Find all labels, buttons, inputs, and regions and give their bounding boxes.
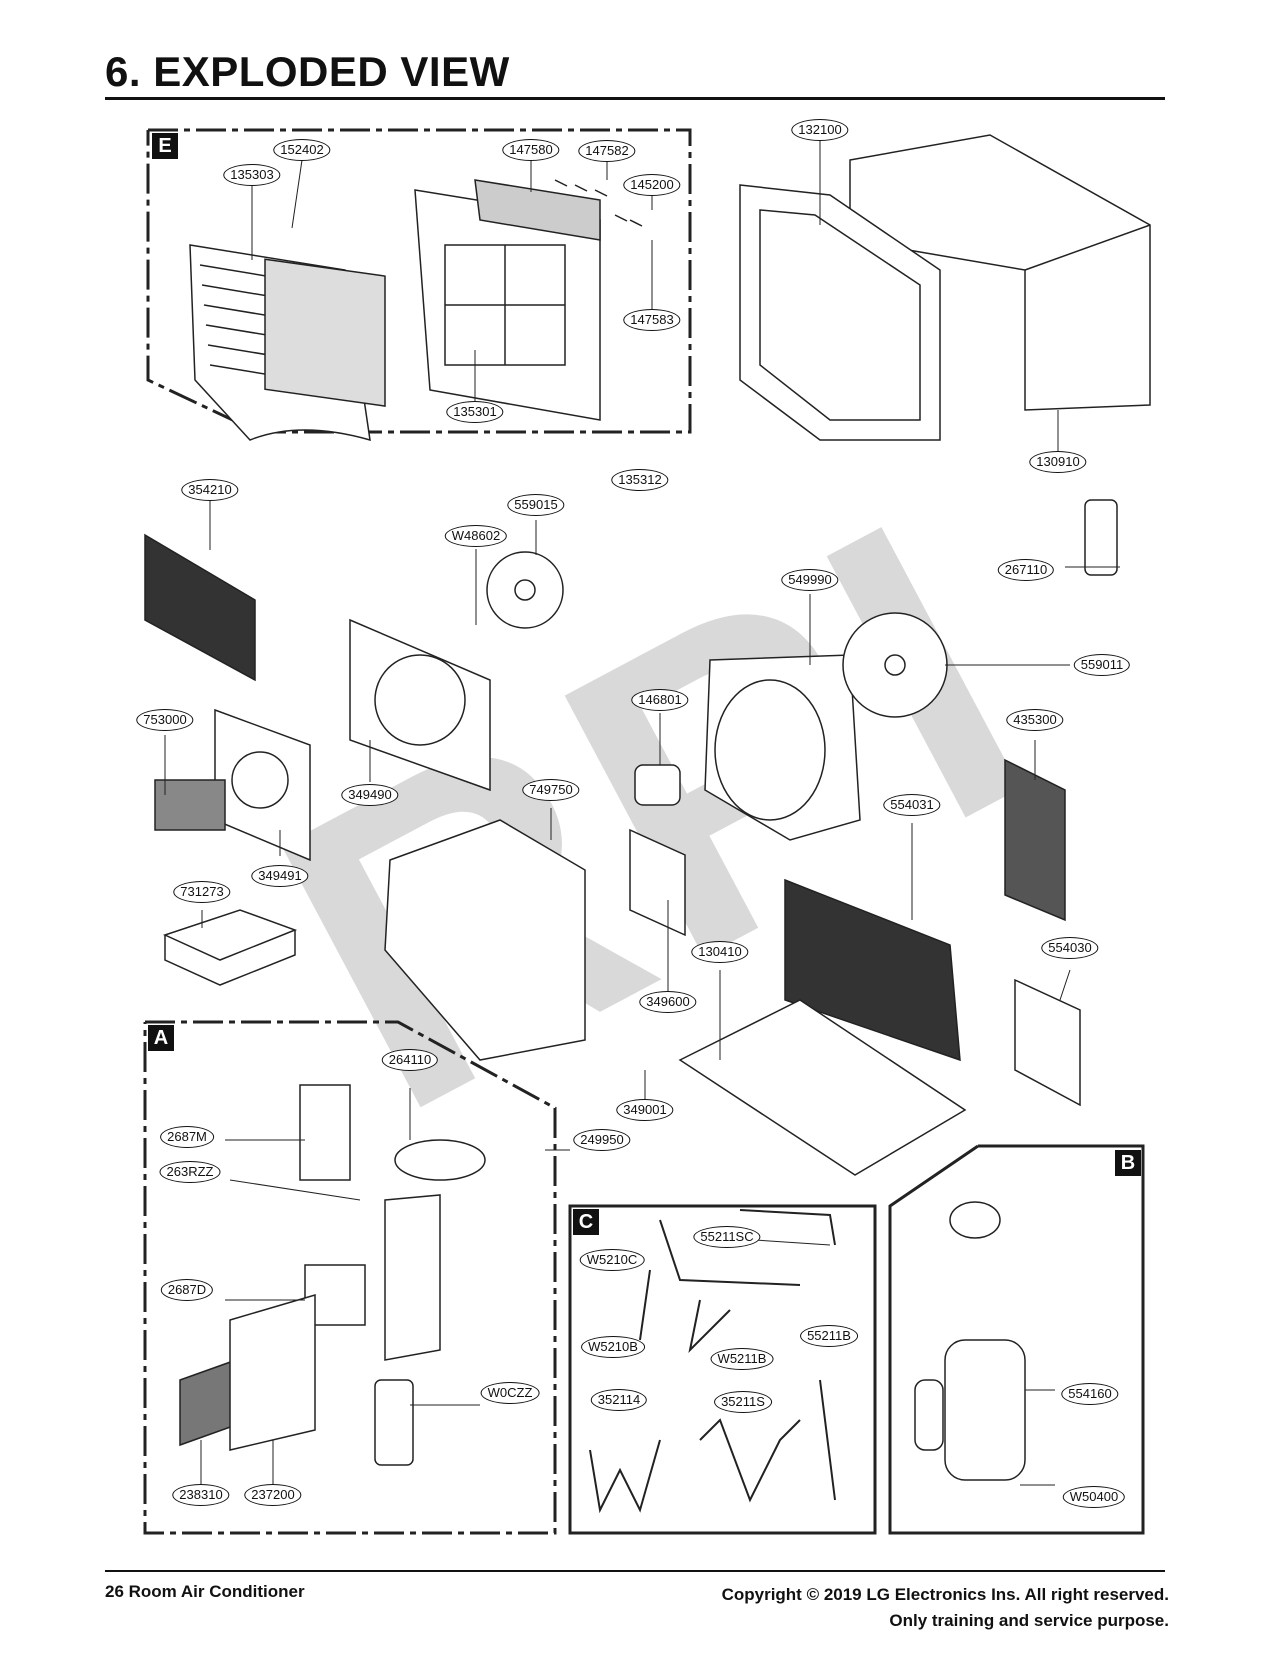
blower-wheel <box>486 551 564 629</box>
part-label: W48602 <box>444 525 508 547</box>
part-label: 554160 <box>1061 1383 1119 1405</box>
condenser-fan <box>842 612 948 718</box>
part-label: W50400 <box>1062 1486 1126 1508</box>
part-label: 435300 <box>1006 709 1064 731</box>
part-label: 132100 <box>791 119 849 141</box>
part-label: W5210B <box>581 1336 645 1358</box>
part-label: 549990 <box>781 569 839 591</box>
copyright-line-2: Only training and service purpose. <box>889 1611 1169 1630</box>
side-panel <box>1014 978 1081 1107</box>
refrigerant-tubes <box>589 1209 836 1514</box>
part-label: 749750 <box>522 779 580 801</box>
part-label: 147583 <box>623 309 681 331</box>
motor-bracket <box>629 828 686 937</box>
part-label: 152402 <box>273 139 331 161</box>
louver-parts <box>554 179 643 227</box>
footer-page-info: 26 Room Air Conditioner <box>105 1582 305 1601</box>
side-coil <box>1004 758 1066 922</box>
control-box <box>384 1194 441 1361</box>
part-label: 135312 <box>611 469 669 491</box>
compressor <box>914 1339 1026 1481</box>
condenser-coil <box>784 878 961 1062</box>
evaporator-coil <box>144 533 256 682</box>
section-marker-a: A <box>148 1025 174 1051</box>
part-label: 237200 <box>244 1484 302 1506</box>
part-label: 263RZZ <box>159 1161 221 1183</box>
section-e-frame <box>146 128 692 434</box>
part-label: 554031 <box>883 794 941 816</box>
panel-case <box>229 1293 316 1451</box>
air-guide <box>384 819 586 1061</box>
page-title: 6. EXPLODED VIEW <box>105 48 510 95</box>
part-label: W5211B <box>710 1348 774 1370</box>
main-pcb <box>299 1084 351 1181</box>
louver <box>474 179 601 241</box>
part-label: 145200 <box>623 174 681 196</box>
capacitor <box>374 1379 414 1466</box>
part-label: 249950 <box>573 1129 631 1151</box>
part-label: 354210 <box>181 479 239 501</box>
title-rule <box>105 97 1165 100</box>
cabinet-frame <box>739 184 941 441</box>
blower-housing <box>349 618 491 792</box>
part-label: 2687D <box>160 1279 214 1301</box>
leader-lines <box>164 140 1120 1506</box>
part-label: 349490 <box>341 784 399 806</box>
section-marker-c: C <box>573 1209 599 1235</box>
part-label: 55211SC <box>693 1226 761 1248</box>
part-label: 559015 <box>507 494 565 516</box>
footer-rule <box>105 1570 1165 1572</box>
section-c-frame <box>568 1204 877 1535</box>
section-b-frame <box>888 1144 1145 1535</box>
remote-control <box>1084 499 1118 576</box>
part-label: 55211B <box>800 1325 858 1347</box>
part-label: W0CZZ <box>480 1382 540 1404</box>
part-label: 130410 <box>691 941 749 963</box>
orifice <box>214 708 311 862</box>
part-label: 559011 <box>1073 654 1131 676</box>
power-cord <box>394 1139 486 1181</box>
section-marker-e: E <box>152 133 178 159</box>
part-label: 2687M <box>160 1126 214 1148</box>
part-label: W5210C <box>579 1249 645 1271</box>
compressor-terminal-cover <box>949 1201 1001 1239</box>
part-label: 135303 <box>223 164 281 186</box>
section-a-frame <box>143 1020 557 1535</box>
filter-screen <box>264 258 386 407</box>
fan-shroud <box>704 654 861 841</box>
part-label: 349001 <box>616 1099 674 1121</box>
part-label: 352114 <box>590 1389 648 1411</box>
part-label: 267110 <box>997 559 1055 581</box>
copyright-line-1: Copyright © 2019 LG Electronics Ins. All… <box>721 1585 1169 1604</box>
part-label: 349600 <box>639 991 697 1013</box>
part-label: 753000 <box>136 709 194 731</box>
part-label: 135301 <box>446 401 504 423</box>
section-marker-b: B <box>1115 1150 1141 1176</box>
motor <box>634 764 681 806</box>
part-label: 146801 <box>631 689 689 711</box>
part-label: 264110 <box>381 1049 439 1071</box>
part-label: 35211S <box>714 1391 772 1413</box>
base-pan <box>678 999 967 1176</box>
heater <box>154 779 226 831</box>
part-label: 349491 <box>251 865 309 887</box>
part-label: 238310 <box>172 1484 230 1506</box>
part-label: 130910 <box>1029 451 1087 473</box>
part-label: 147580 <box>502 139 560 161</box>
footer-copyright: Copyright © 2019 LG Electronics Ins. All… <box>722 1582 1169 1634</box>
part-label: 147582 <box>578 140 636 162</box>
part-label: 554030 <box>1041 937 1099 959</box>
foam-block <box>162 909 298 986</box>
part-label: 731273 <box>173 881 231 903</box>
